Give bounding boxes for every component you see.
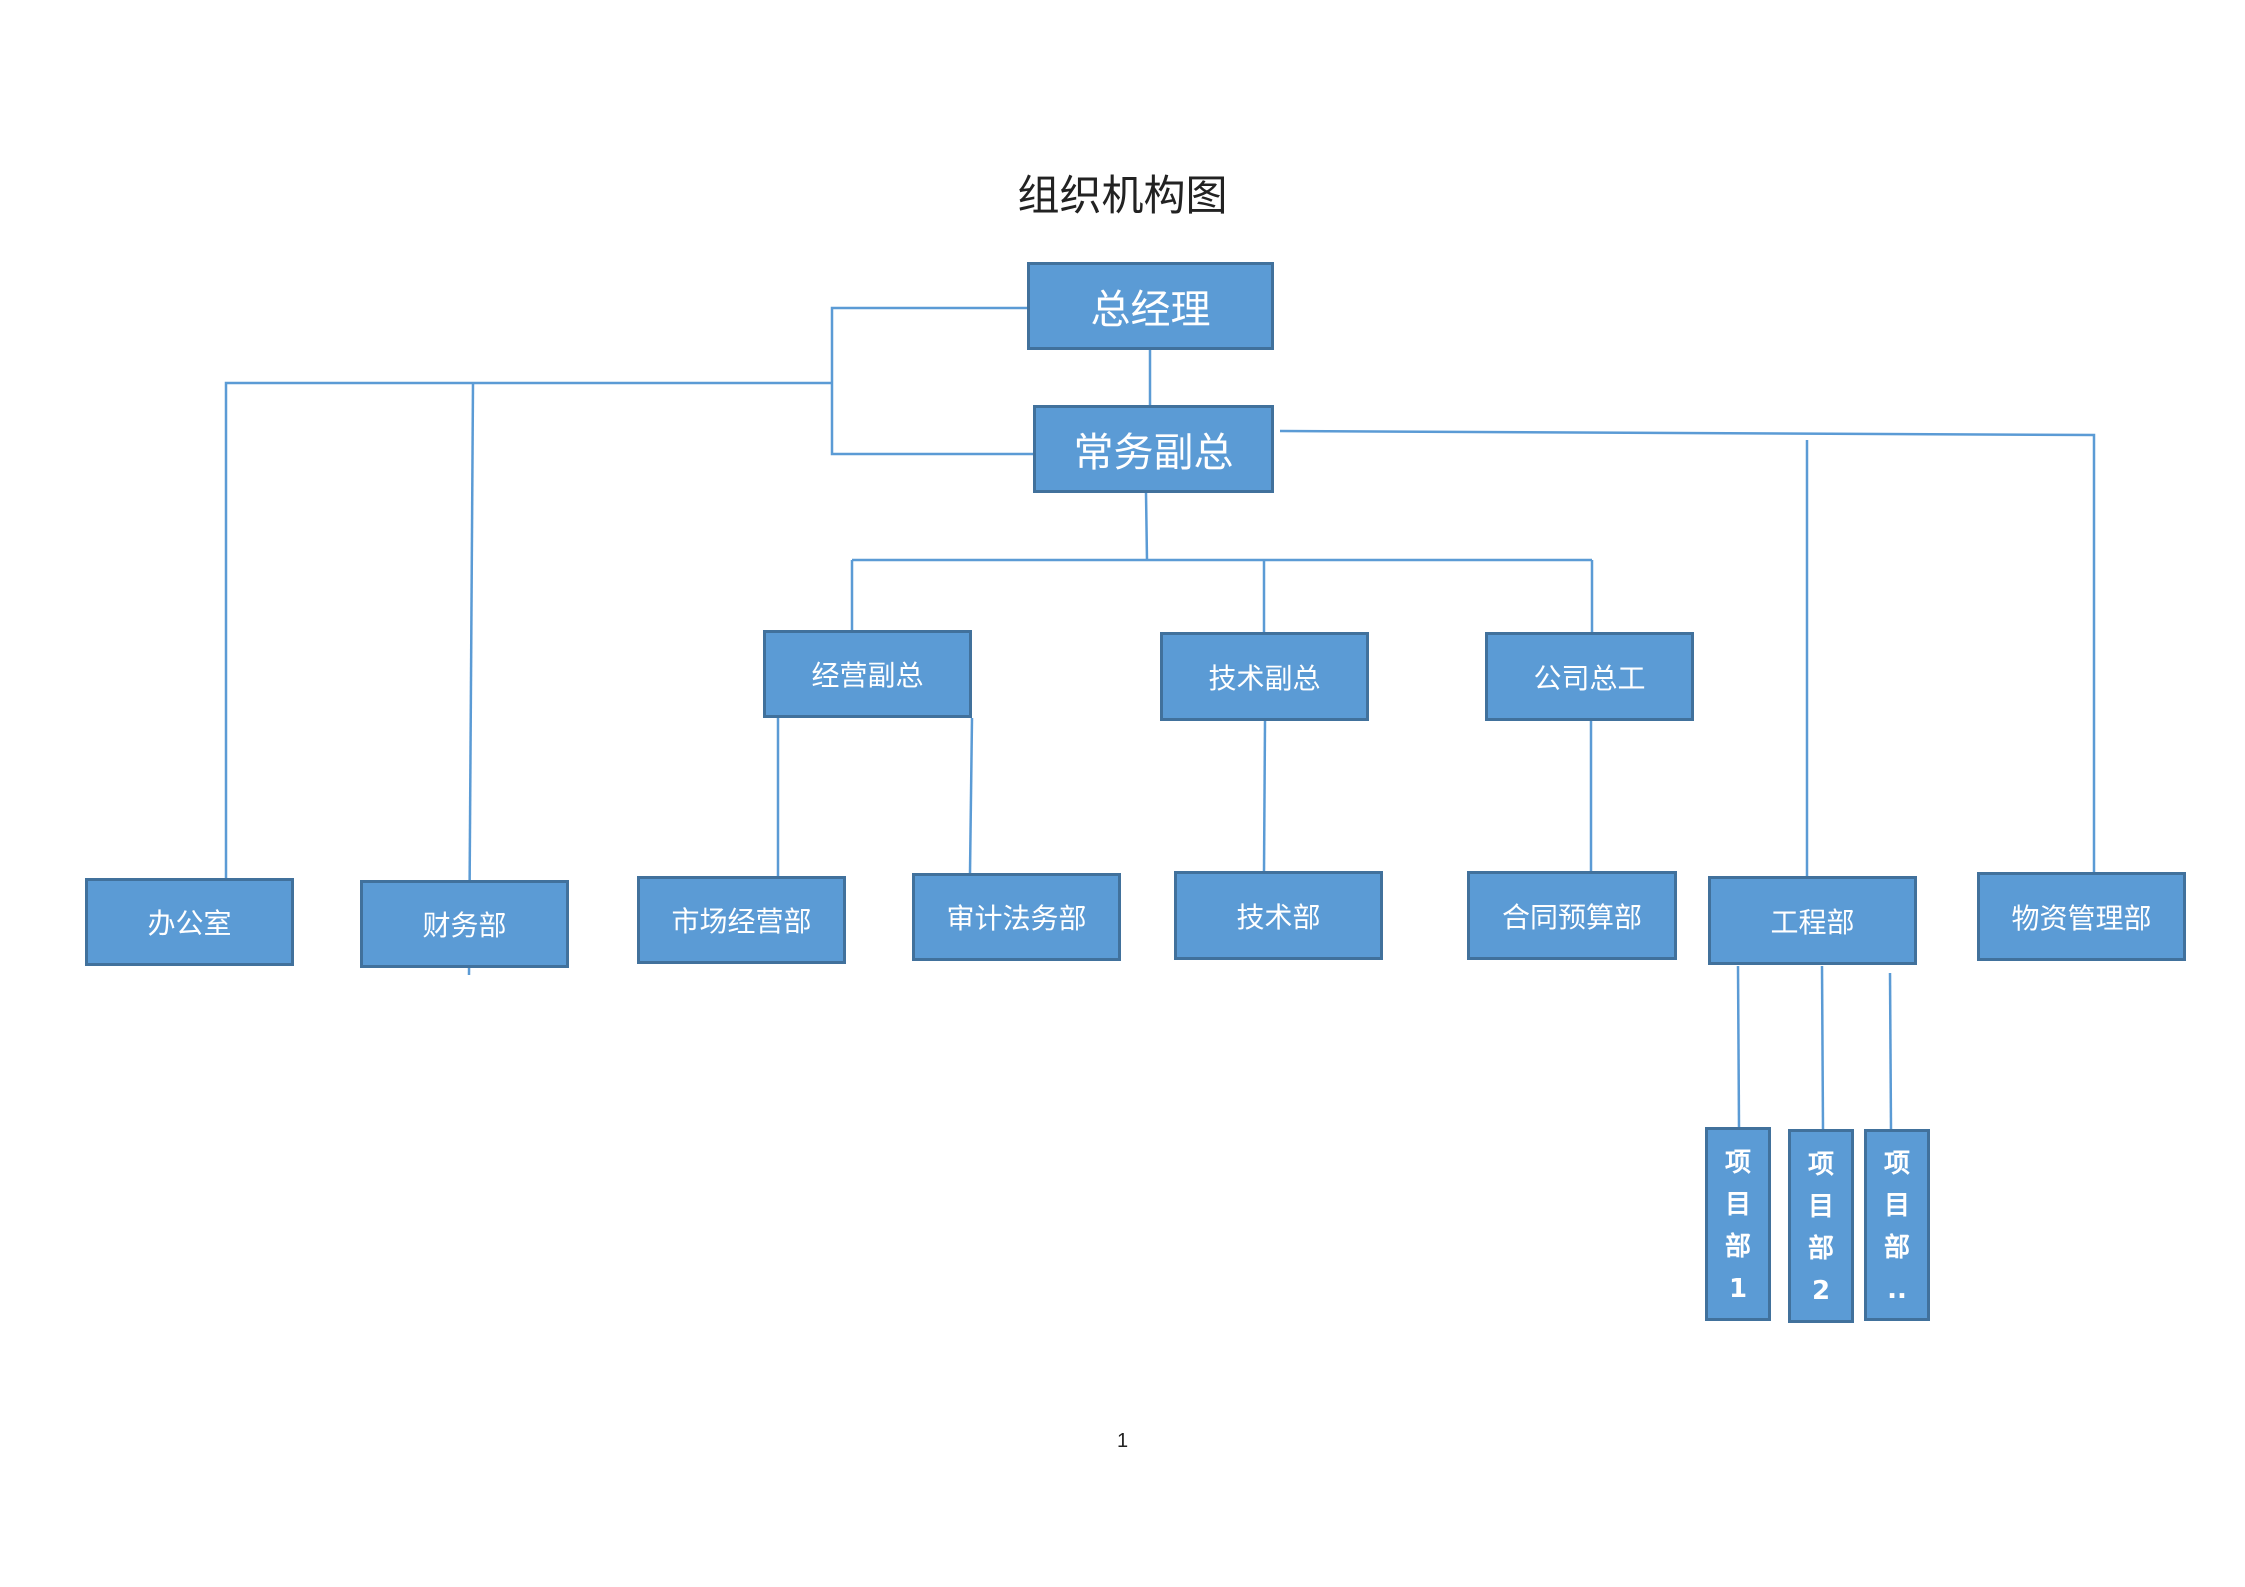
connector	[1820, 965, 1825, 1130]
node-char: 部	[1807, 1234, 1834, 1264]
project-dept-1-box: 项 目 部 1	[1705, 1127, 1771, 1321]
node-char: 目	[1807, 1192, 1834, 1222]
connector	[1279, 429, 2096, 872]
node-label: 财务部	[422, 909, 507, 942]
connector	[467, 382, 475, 976]
node-label: 市场经营部	[671, 905, 812, 938]
project-dept-2-box: 项 目 部 2	[1788, 1129, 1854, 1323]
connector	[1736, 965, 1741, 1128]
engineering-box: 工程部	[1708, 876, 1917, 965]
node-char: 项	[1883, 1149, 1910, 1179]
connector	[1262, 720, 1267, 872]
chief-engineer-box: 公司总工	[1485, 632, 1694, 721]
node-label: 总经理	[1090, 287, 1211, 333]
node-label: 工程部	[1770, 905, 1855, 939]
general-manager-box: 总经理	[1027, 262, 1274, 350]
connector	[830, 306, 1033, 456]
marketing-box: 市场经营部	[637, 876, 846, 964]
business-vp-box: 经营副总	[763, 630, 972, 718]
page-title: 组织机构图	[1017, 171, 1228, 220]
connector	[1888, 972, 1893, 1130]
node-label: 技术部	[1236, 900, 1321, 934]
executive-vp-box: 常务副总	[1033, 405, 1274, 493]
node-label: 物资管理部	[2011, 901, 2152, 935]
node-label: 技术副总	[1208, 661, 1321, 695]
node-char: ..	[1887, 1275, 1907, 1305]
materials-box: 物资管理部	[1977, 872, 2186, 961]
contract-budget-box: 合同预算部	[1467, 871, 1677, 960]
technical-dept-box: 技术部	[1174, 871, 1383, 960]
node-label: 常务副总	[1073, 430, 1234, 476]
node-char: 1	[1728, 1274, 1748, 1304]
connector	[224, 381, 832, 878]
finance-box: 财务部	[360, 880, 569, 968]
node-label: 审计法务部	[946, 902, 1087, 935]
node-label: 办公室	[147, 907, 232, 940]
node-char: 目	[1883, 1191, 1910, 1221]
node-char: 项	[1807, 1150, 1834, 1180]
audit-legal-box: 审计法务部	[912, 873, 1121, 961]
node-char: 目	[1724, 1190, 1751, 1220]
node-char: 2	[1811, 1276, 1831, 1306]
node-label: 合同预算部	[1501, 900, 1642, 934]
page-number: 1	[1116, 1430, 1129, 1452]
office-box: 办公室	[85, 878, 294, 966]
node-label: 公司总工	[1533, 661, 1646, 695]
connector	[968, 717, 974, 874]
project-dept-n-box: 项 目 部 ..	[1864, 1129, 1930, 1321]
connector	[1144, 492, 1149, 561]
node-char: 部	[1724, 1232, 1751, 1262]
node-char: 部	[1883, 1233, 1910, 1263]
node-char: 项	[1724, 1148, 1751, 1178]
node-label: 经营副总	[811, 659, 924, 692]
technical-vp-box: 技术副总	[1160, 632, 1369, 721]
